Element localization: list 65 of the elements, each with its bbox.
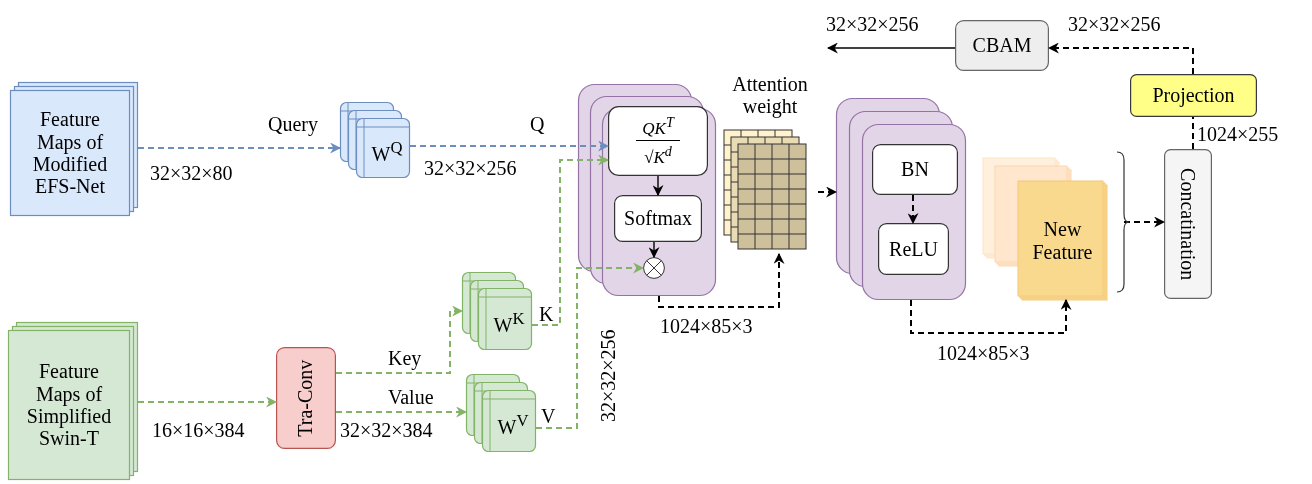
edge-label: Q	[530, 114, 545, 134]
normalization-block	[836, 98, 966, 300]
arrow	[648, 241, 660, 259]
relu-box	[878, 223, 949, 275]
dimension-label: 32×32×256	[424, 158, 517, 178]
edge-label: K	[539, 304, 554, 324]
formula-numerator: QK$^{T}$	[636, 115, 680, 141]
node-label: Feature Maps of Modified EFS-Net	[31, 108, 109, 198]
node-label: New Feature	[1031, 218, 1094, 263]
bn-box	[872, 144, 958, 195]
arrow	[1047, 42, 1194, 75]
edge-label: V	[541, 406, 556, 426]
node-label: W$^{K}$	[493, 310, 525, 337]
formula-denominator: √K$^{d}$	[644, 142, 672, 167]
node-label: BN	[901, 158, 929, 181]
node-label: W$^{Q}$	[371, 139, 403, 166]
dimension-label: 16×16×384	[152, 420, 245, 440]
concatenation-box	[1164, 149, 1212, 299]
dimension-label: 32×32×256	[598, 329, 618, 422]
feature-map-stack	[8, 322, 138, 480]
edge-label: Value	[388, 387, 434, 407]
arrow	[409, 140, 610, 152]
dimension-label: 1024×255	[1197, 124, 1279, 144]
arrow	[910, 298, 1072, 334]
arrow	[817, 186, 838, 198]
node-label: Projection	[1152, 84, 1235, 107]
feature-map-stack	[10, 82, 138, 216]
node-label: ReLU	[889, 237, 938, 261]
softmax-box	[614, 195, 702, 242]
transposed-conv-box	[276, 347, 336, 449]
dimension-label: 1024×85×3	[660, 316, 753, 336]
edge-label: Key	[388, 348, 422, 368]
arrow	[907, 194, 919, 225]
cbam-box	[955, 20, 1049, 71]
arrow	[335, 305, 464, 374]
dimension-label: 1024×85×3	[937, 343, 1030, 363]
dimension-label: 32×32×384	[340, 420, 433, 440]
arrow	[658, 252, 785, 308]
edge-label: 32×32×256	[826, 14, 919, 34]
projection-box	[1130, 74, 1257, 117]
arrow	[335, 406, 468, 418]
edge-label: Query	[268, 114, 318, 134]
weight-matrix-stack	[462, 272, 532, 350]
node-label: Attention weight	[731, 72, 809, 118]
node-label: Feature Maps of Simplified Swin-T	[25, 360, 113, 450]
weight-matrix-stack	[466, 374, 536, 452]
attention-block	[578, 84, 716, 296]
new-feature-stack	[983, 158, 1107, 300]
arrow	[826, 42, 956, 54]
arrow	[652, 175, 664, 197]
weight-matrix-stack	[340, 102, 410, 178]
formula-box	[608, 106, 708, 176]
node-label: CBAM	[972, 34, 1032, 57]
arrow	[531, 154, 610, 326]
arrow	[535, 262, 645, 429]
arrow	[137, 396, 278, 408]
node-label: W$^{V}$	[497, 412, 529, 439]
node-label: Softmax	[624, 207, 692, 230]
edge-label: 32×32×256	[1068, 14, 1161, 34]
dimension-label: 32×32×80	[150, 163, 233, 183]
multiply-circle	[643, 257, 665, 279]
node-label: Concatination	[1176, 167, 1200, 281]
arrow	[1123, 216, 1166, 228]
node-label: Tra-Conv	[294, 359, 318, 437]
arrow	[137, 142, 342, 154]
